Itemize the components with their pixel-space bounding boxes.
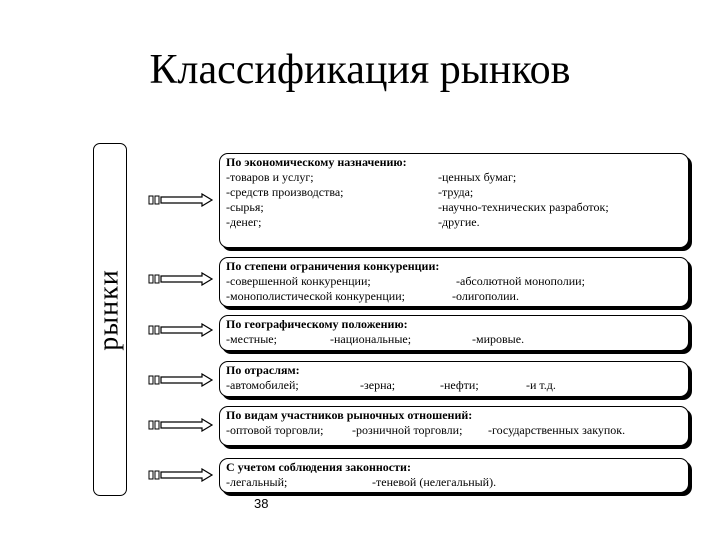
list-item: -совершенной конкуренции;	[226, 274, 371, 288]
list-item: -государственных закупок.	[488, 423, 626, 437]
list-item: -автомобилей;	[226, 378, 299, 392]
category-title: По отраслям:	[226, 363, 300, 377]
list-item: -абсолютной монополии;	[456, 274, 585, 288]
category-box-economic-purpose: По экономическому назначению: -товаров и…	[219, 153, 689, 248]
arrow-icon	[148, 193, 214, 207]
list-item: -оптовой торговли;	[226, 423, 324, 437]
list-item: -теневой (нелегальный).	[372, 475, 497, 489]
list-item: -другие.	[438, 215, 480, 229]
list-item: -легальный;	[226, 475, 288, 489]
list-item: -олигополии.	[452, 289, 519, 303]
list-item: -нефти;	[440, 378, 479, 392]
category-title: По экономическому назначению:	[226, 155, 407, 169]
category-box-industry: По отраслям: -автомобилей; -зерна; -нефти;…	[219, 361, 689, 397]
list-item: -розничной торговли;	[352, 423, 463, 437]
category-title: По степени ограничения конкуренции:	[226, 259, 440, 273]
arrow-icon	[148, 468, 214, 482]
arrow-icon	[148, 323, 214, 337]
slide-title: Классификация рынков	[149, 47, 571, 93]
markets-label-text: рынки	[94, 269, 126, 351]
list-item: -мировые.	[472, 332, 525, 346]
list-item: -и т.д.	[526, 378, 556, 392]
arrow-icon	[148, 373, 214, 387]
arrow-icon	[148, 418, 214, 432]
list-item: -товаров и услуг;	[226, 170, 314, 184]
category-title: По географическому положению:	[226, 317, 408, 331]
list-item: -денег;	[226, 215, 262, 229]
list-item: -ценных бумаг;	[438, 170, 517, 184]
list-item: -монополистической конкуренции;	[226, 289, 405, 303]
list-item: -средств производства;	[226, 185, 344, 199]
category-box-participants: По видам участников рыночных отношений: …	[219, 406, 689, 446]
category-box-competition: По степени ограничения конкуренции: -сов…	[219, 257, 689, 307]
category-title: По видам участников рыночных отношений:	[226, 408, 473, 422]
category-box-legality: С учетом соблюдения законности: -легальн…	[219, 458, 689, 493]
list-item: -национальные;	[330, 332, 412, 346]
list-item: -местные;	[226, 332, 277, 346]
category-box-geography: По географическому положению: -местные; -…	[219, 315, 689, 351]
list-item: -зерна;	[360, 378, 396, 392]
page-number: 38	[254, 496, 269, 511]
markets-label: рынки	[94, 230, 126, 390]
category-title: С учетом соблюдения законности:	[226, 460, 411, 474]
list-item: -научно-технических разработок;	[438, 200, 609, 214]
list-item: -труда;	[438, 185, 474, 199]
arrow-icon	[148, 272, 214, 286]
markets-frame	[93, 143, 127, 496]
list-item: -сырья;	[226, 200, 264, 214]
